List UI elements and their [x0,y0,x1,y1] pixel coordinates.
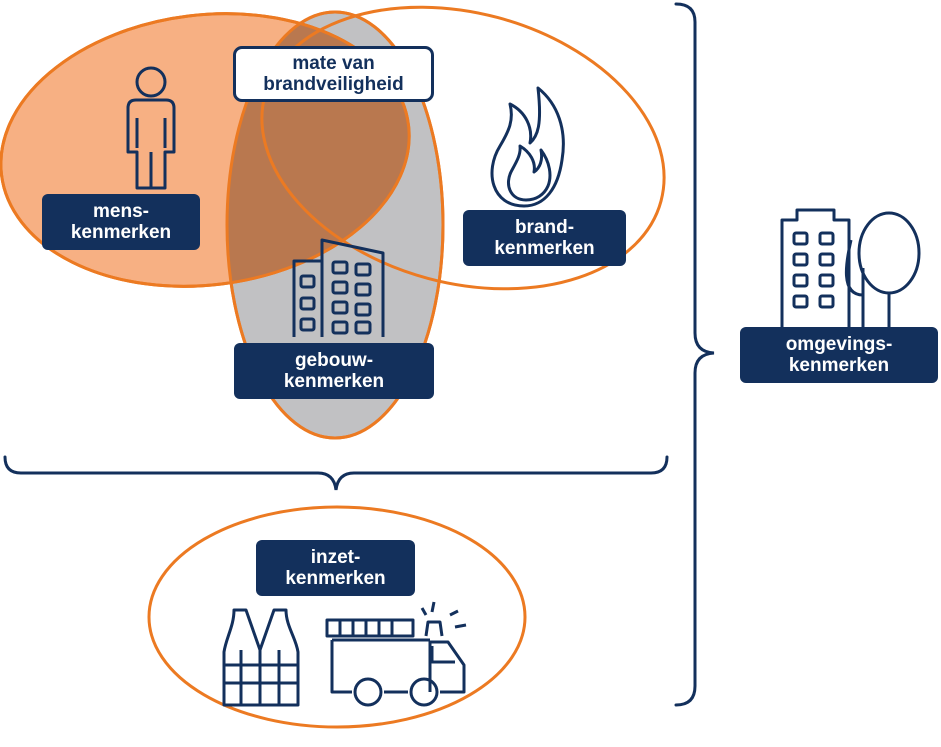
label-gebouw-line1: gebouw- [294,350,374,371]
person-icon [126,66,176,190]
label-brand: brand- kenmerken [463,210,626,266]
overlap-region [227,12,425,309]
label-gebouw-line2: kenmerken [283,371,385,392]
label-brandveiligheid-line2: brandveiligheid [263,74,404,95]
label-mens: mens- kenmerken [42,194,200,250]
label-inzet-line1: inzet- [310,547,361,568]
vertical-brace [674,2,715,707]
label-brandveiligheid-line1: mate van [292,53,375,74]
label-inzet: inzet- kenmerken [256,540,415,596]
label-brand-line1: brand- [514,217,575,238]
label-omgeving-line1: omgevings- [785,334,893,355]
label-mens-line2: kenmerken [70,222,172,243]
flame-icon [490,86,565,208]
label-inzet-line2: kenmerken [285,568,386,589]
fire-truck-icon [325,601,467,707]
inzet-ellipse [147,505,527,729]
label-omgeving-line2: kenmerken [788,355,890,376]
label-brand-line2: kenmerken [494,238,595,259]
label-omgeving: omgevings- kenmerken [740,327,938,383]
safety-vest-icon [222,608,300,707]
label-brandveiligheid: mate van brandveiligheid [233,46,434,102]
building-trees-icon [780,208,921,328]
label-mens-line1: mens- [93,201,149,222]
building-icon [292,238,385,337]
horizontal-brace [3,455,669,491]
label-gebouw: gebouw- kenmerken [234,343,434,399]
